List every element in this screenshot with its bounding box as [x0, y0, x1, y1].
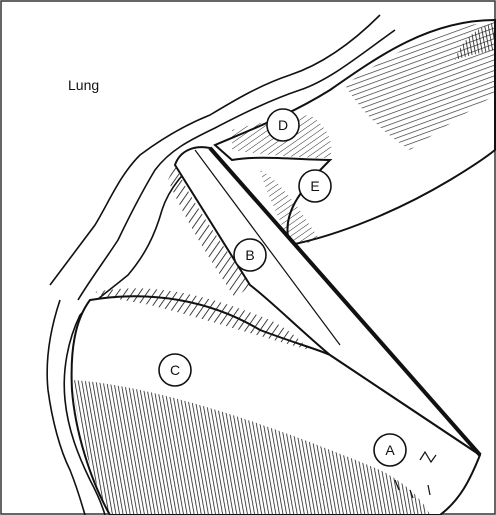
marker-b: B	[234, 239, 266, 271]
marker-b-text: B	[245, 247, 254, 263]
marker-d-text: D	[278, 117, 288, 133]
marker-e: E	[299, 170, 331, 202]
marker-a: A	[374, 434, 406, 466]
marker-e-text: E	[310, 178, 319, 194]
marker-c: C	[159, 354, 191, 386]
lung-label: Lung	[68, 77, 99, 93]
marker-d: D	[267, 109, 299, 141]
marker-a-text: A	[385, 442, 395, 458]
marker-c-text: C	[170, 362, 180, 378]
